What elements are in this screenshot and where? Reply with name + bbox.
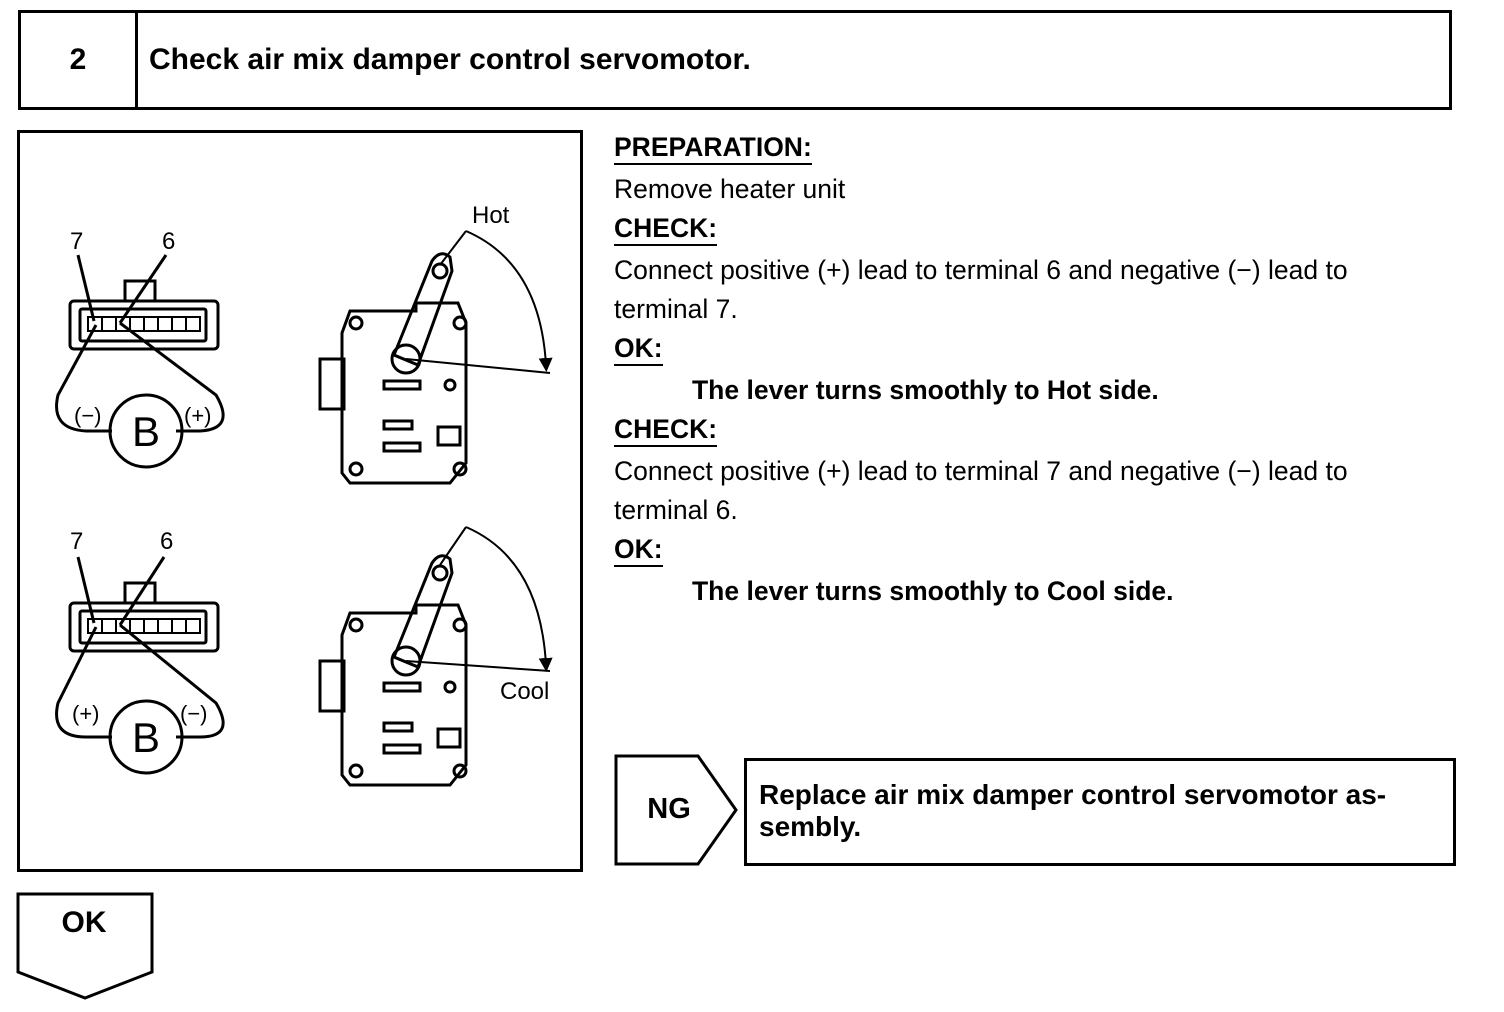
servomotor-top [318,230,553,485]
battery-top-icon [108,393,184,469]
ng-action-box: Replace air mix damper control servomoto… [744,758,1456,866]
ok-label: OK [61,906,107,939]
ok1-text: The lever turns smoothly to Hot side. [692,375,1159,405]
ok2-text: The lever turns smoothly to Cool side. [692,576,1174,606]
ng-flow-arrow: NG [614,754,742,871]
ok1-heading: OK: [614,332,663,366]
check2-line1: Connect positive (+) lead to terminal 7 … [614,456,1348,486]
ok-arrow-icon [16,892,154,1000]
servomotor-figure: 7 6 B (−) (+) [17,130,583,872]
bottom-right-polarity: (−) [180,701,208,726]
servomotor-bottom [318,526,553,787]
check2-heading: CHECK: [614,413,718,447]
battery-bottom-label: B [132,714,160,761]
battery-bottom-icon [108,699,184,775]
check1-heading: CHECK: [614,212,718,246]
instructions: PREPARATION: Remove heater unit CHECK: C… [614,128,1464,611]
check1-line1: Connect positive (+) lead to terminal 6 … [614,255,1348,285]
check2-line2: terminal 6. [614,495,738,525]
bottom-terminal-6-label: 6 [160,528,173,555]
step-title: Check air mix damper control servomotor. [149,43,751,76]
bottom-leads [55,556,225,739]
bottom-terminal-7-label: 7 [70,528,83,555]
ng-action-line1: Replace air mix damper control servomoto… [759,779,1387,810]
step-header: 2 Check air mix damper control servomoto… [18,10,1452,110]
ng-label: NG [647,792,691,825]
bottom-cool-label: Cool [500,678,549,705]
ng-action-line2: sembly. [759,811,862,842]
bottom-left-polarity: (+) [72,701,100,726]
servomotor-illustration: 7 6 B (−) (+) [55,202,553,787]
ng-arrow-icon [614,754,738,866]
ok2-heading: OK: [614,533,663,567]
top-leads [55,254,225,433]
step-number: 2 [21,13,138,107]
preparation-text: Remove heater unit [614,174,846,204]
ok-flow-arrow: OK [16,892,156,1009]
check1-line2: terminal 7. [614,294,738,324]
preparation-heading: PREPARATION: [614,131,812,165]
top-left-polarity: (−) [74,403,102,428]
top-terminal-6-label: 6 [162,228,175,255]
connector-bottom [68,581,220,653]
battery-top-label: B [132,408,160,455]
top-terminal-7-label: 7 [70,228,83,255]
top-right-polarity: (+) [184,403,212,428]
top-hot-label: Hot [472,202,510,229]
